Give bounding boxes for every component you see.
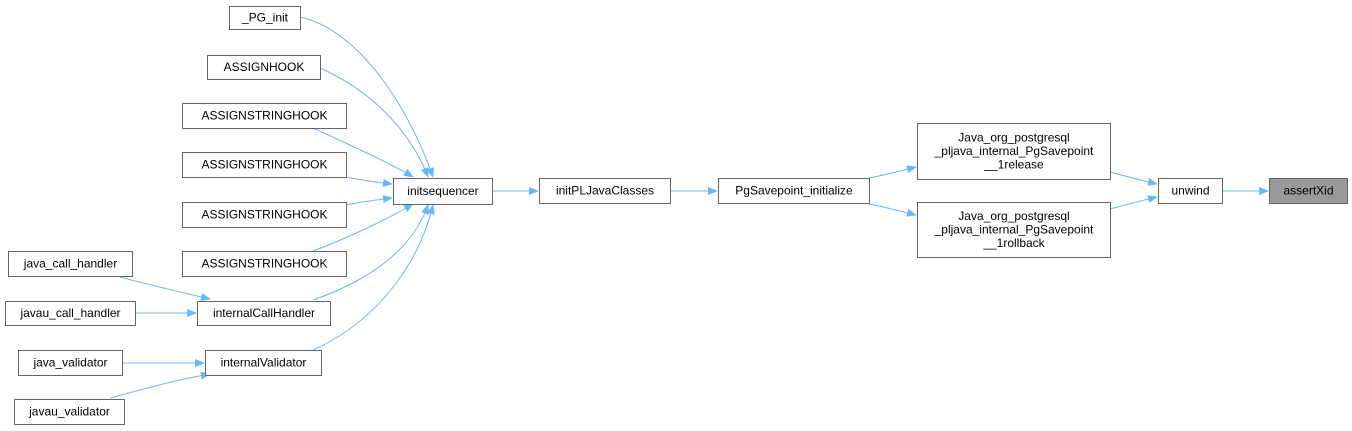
- node-box: [8, 251, 133, 277]
- node-label: _PG_init: [241, 10, 289, 24]
- node-box: [182, 103, 347, 129]
- node-box: [917, 123, 1111, 180]
- node-label: internalCallHandler: [213, 306, 315, 320]
- edge-internalvalidator-to-initsequencer: [312, 204, 435, 351]
- edge-release-to-unwind: [1109, 171, 1158, 186]
- edge-pgsavepoint_initialize-to-rollback: [868, 203, 917, 217]
- node-label: unwind: [1171, 183, 1209, 197]
- node-label: assertXid: [1283, 183, 1333, 197]
- node-label: ASSIGNHOOK: [224, 60, 305, 74]
- node-internalcallhandler[interactable]: internalCallHandler: [197, 301, 331, 326]
- edge-assignstringhook_3-to-initsequencer: [345, 195, 393, 206]
- node-box: [182, 251, 347, 277]
- node-label: ASSIGNSTRINGHOOK: [201, 207, 327, 221]
- node-label: java_validator: [32, 355, 107, 369]
- edge-layer: [109, 16, 1269, 399]
- node-box: [182, 152, 347, 178]
- edge-rollback-to-unwind: [1109, 195, 1158, 210]
- node-java-validator[interactable]: java_validator: [18, 350, 123, 376]
- node-assignhook[interactable]: ASSIGNHOOK: [207, 55, 321, 80]
- node-label: javau_call_handler: [19, 306, 120, 320]
- node-label: Java_org_postgresql: [958, 209, 1069, 223]
- node-label: ASSIGNSTRINGHOOK: [201, 256, 327, 270]
- node-javau-validator[interactable]: javau_validator: [14, 399, 125, 425]
- node-box: [718, 178, 870, 204]
- node-label: ASSIGNSTRINGHOOK: [201, 108, 327, 122]
- edge-assignstringhook_1-to-initsequencer: [312, 127, 414, 178]
- node-assertxid[interactable]: assertXid: [1269, 178, 1348, 204]
- node-unwind[interactable]: unwind: [1158, 178, 1223, 204]
- node-box: [229, 6, 301, 30]
- edge-pg_init-to-initsequencer: [299, 16, 434, 178]
- edge-assignstringhook_4-to-initsequencer: [312, 203, 414, 252]
- node-initsequencer[interactable]: initsequencer: [393, 178, 493, 205]
- node-box: [5, 301, 136, 326]
- node-label: ASSIGNSTRINGHOOK: [201, 157, 327, 171]
- edge-assignstringhook_2-to-initsequencer: [345, 176, 393, 187]
- node-box: [539, 178, 671, 204]
- node-label: PgSavepoint_initialize: [735, 183, 853, 197]
- node-box: [917, 202, 1111, 258]
- node-box: [14, 399, 125, 425]
- node-javau-call-handler[interactable]: javau_call_handler: [5, 301, 136, 326]
- node-box: [18, 350, 123, 376]
- node-initpljavaclasses[interactable]: initPLJavaClasses: [539, 178, 671, 204]
- node-label: __1rollback: [982, 236, 1045, 250]
- node-box: [182, 202, 347, 228]
- node-assignstringhook-4[interactable]: ASSIGNSTRINGHOOK: [182, 251, 347, 277]
- node-label: initPLJavaClasses: [556, 183, 654, 197]
- node-assignstringhook-2[interactable]: ASSIGNSTRINGHOOK: [182, 152, 347, 178]
- node-release[interactable]: Java_org_postgresql_pljava_internal_PgSa…: [917, 123, 1111, 180]
- node-label: javau_validator: [28, 404, 110, 418]
- node-label: java_call_handler: [23, 256, 117, 270]
- edge-javau_validator-to-internalvalidator: [109, 371, 211, 399]
- node-label: Java_org_postgresql: [958, 130, 1069, 144]
- node-rollback[interactable]: Java_org_postgresql_pljava_internal_PgSa…: [917, 202, 1111, 258]
- node-label: _pljava_internal_PgSavepoint: [934, 144, 1094, 158]
- node-label: _pljava_internal_PgSavepoint: [934, 222, 1094, 236]
- edge-java_call_handler-to-internalcallhandler: [119, 276, 211, 301]
- node-box: [205, 350, 322, 376]
- node-box: [393, 178, 493, 205]
- node-pgsavepoint-initialize[interactable]: PgSavepoint_initialize: [718, 178, 870, 204]
- node-assignstringhook-1[interactable]: ASSIGNSTRINGHOOK: [182, 103, 347, 129]
- node-label: initsequencer: [407, 184, 478, 198]
- node-box: [197, 301, 331, 326]
- node-label: internalValidator: [221, 355, 307, 369]
- node-label: __1release: [983, 157, 1044, 171]
- edge-internalcallhandler-to-initsequencer: [312, 204, 429, 301]
- node-internalvalidator[interactable]: internalValidator: [205, 350, 322, 376]
- node-assignstringhook-3[interactable]: ASSIGNSTRINGHOOK: [182, 202, 347, 228]
- edge-assignhook-to-initsequencer: [319, 67, 429, 178]
- node-pg-init[interactable]: _PG_init: [229, 6, 301, 30]
- node-java-call-handler[interactable]: java_call_handler: [8, 251, 133, 277]
- node-box: [207, 55, 321, 80]
- node-box: [1158, 178, 1223, 204]
- node-box: [1269, 178, 1348, 204]
- edge-pgsavepoint_initialize-to-release: [868, 165, 917, 179]
